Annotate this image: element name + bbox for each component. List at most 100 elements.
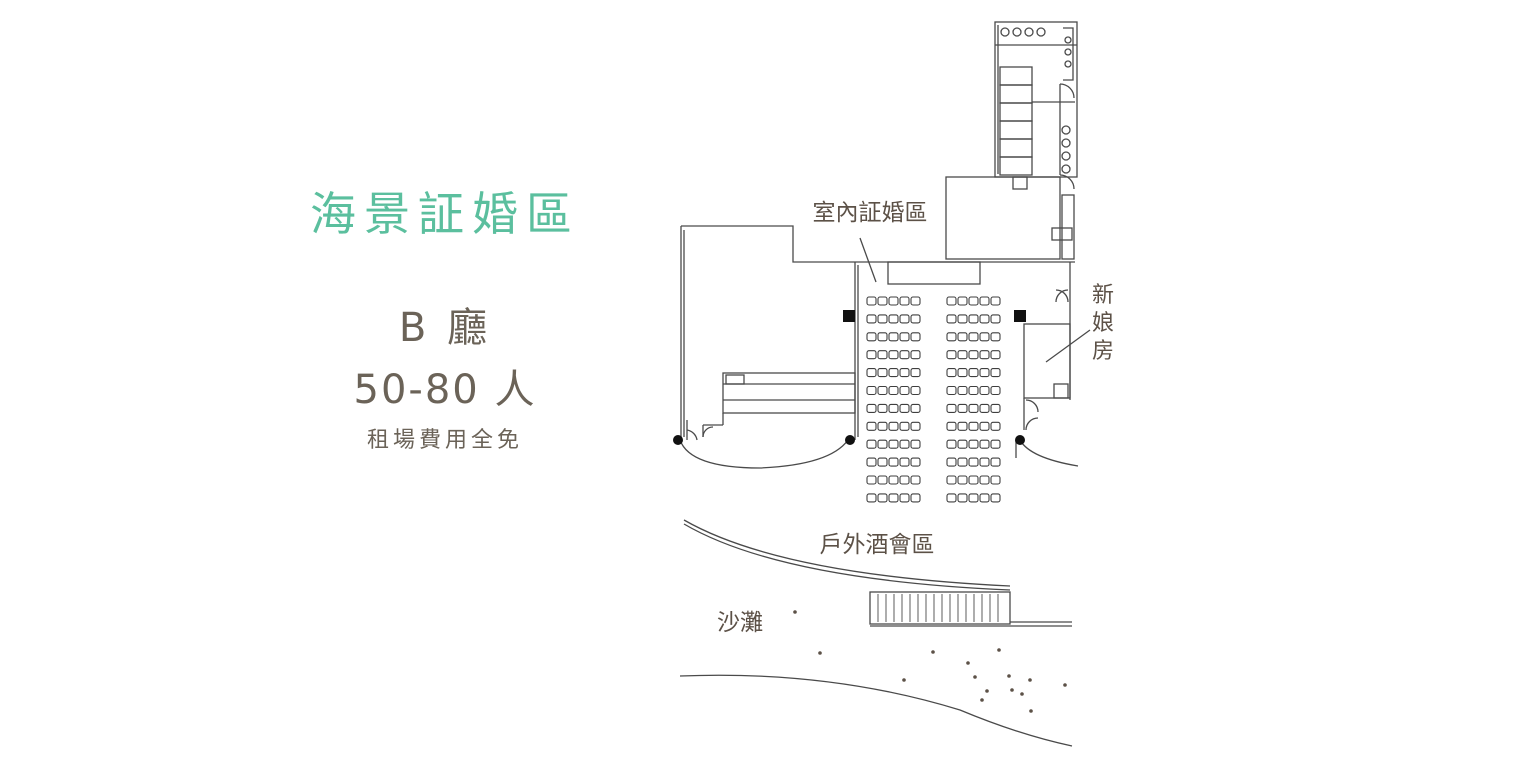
seat xyxy=(968,368,979,378)
seat xyxy=(968,457,979,467)
seat xyxy=(968,493,979,503)
seat xyxy=(979,403,990,413)
restroom-sinks xyxy=(1000,27,1046,37)
seat xyxy=(968,332,979,342)
seating-area xyxy=(866,296,1001,503)
seat xyxy=(888,493,899,503)
seat xyxy=(990,439,1001,449)
terrace-edge-outer xyxy=(683,519,1011,587)
seat xyxy=(946,475,957,485)
door-hinge xyxy=(673,435,683,445)
seat xyxy=(877,314,888,324)
beach-label: 沙灘 xyxy=(717,610,763,636)
seat xyxy=(946,493,957,503)
seat xyxy=(979,421,990,431)
seat xyxy=(866,296,877,306)
seat xyxy=(968,385,979,396)
hall-outline-top xyxy=(681,225,1075,263)
seat xyxy=(899,493,910,503)
seat xyxy=(990,403,1001,413)
seat xyxy=(957,350,968,360)
door-hinge xyxy=(1015,435,1025,445)
seat xyxy=(910,475,921,485)
seat xyxy=(946,421,957,431)
seat xyxy=(957,475,968,485)
seat xyxy=(946,296,957,306)
fee-note: 租場費用全免 xyxy=(366,428,523,453)
seat xyxy=(866,368,877,378)
seat xyxy=(968,296,979,306)
seat xyxy=(910,385,921,396)
seat xyxy=(946,439,957,449)
seat xyxy=(968,439,979,449)
seat xyxy=(910,457,921,467)
seat xyxy=(888,385,899,396)
seat xyxy=(888,296,899,306)
seat xyxy=(910,421,921,431)
seat xyxy=(899,350,910,360)
seat xyxy=(899,332,910,342)
seat xyxy=(910,350,921,360)
pillar-right xyxy=(1014,310,1026,322)
seat xyxy=(899,457,910,467)
seat xyxy=(899,314,910,324)
beach-dots xyxy=(793,610,1067,713)
seat xyxy=(910,403,921,413)
seat xyxy=(899,403,910,413)
seat xyxy=(899,439,910,449)
seat xyxy=(990,421,1001,431)
seat xyxy=(979,439,990,449)
seat xyxy=(877,296,888,306)
outdoor-cocktail-label: 戶外酒會區 xyxy=(820,532,935,558)
door-hinge xyxy=(845,435,855,445)
seat xyxy=(990,296,1001,306)
seat xyxy=(946,385,957,396)
indoor-stage xyxy=(887,261,981,285)
seat xyxy=(957,457,968,467)
shoreline xyxy=(679,674,1073,747)
seat xyxy=(910,314,921,324)
bride-room-label-2: 娘 xyxy=(1092,311,1114,336)
service-room xyxy=(945,176,1061,260)
seat xyxy=(877,439,888,449)
seat xyxy=(990,332,1001,342)
hall-name: B 廳 xyxy=(398,305,492,351)
seat xyxy=(888,403,899,413)
seat xyxy=(899,421,910,431)
seat xyxy=(946,314,957,324)
seat xyxy=(888,457,899,467)
seat xyxy=(888,475,899,485)
seat xyxy=(888,368,899,378)
seat xyxy=(990,350,1001,360)
seat xyxy=(866,493,877,503)
seat xyxy=(910,439,921,449)
seat xyxy=(968,314,979,324)
seat xyxy=(990,314,1001,324)
door-arc-left xyxy=(679,439,849,469)
seat xyxy=(957,332,968,342)
seat xyxy=(899,296,910,306)
seat xyxy=(877,457,888,467)
terrace-deck xyxy=(869,591,1011,625)
seat xyxy=(957,368,968,378)
seat xyxy=(910,332,921,342)
seat xyxy=(990,493,1001,503)
door-arc-right xyxy=(1019,439,1079,467)
venue-title: 海景証婚區 xyxy=(310,187,580,241)
seat xyxy=(910,493,921,503)
seat xyxy=(968,350,979,360)
seat xyxy=(866,439,877,449)
seat xyxy=(888,332,899,342)
bride-room-label-1: 新 xyxy=(1092,283,1114,308)
seat xyxy=(946,403,957,413)
seat xyxy=(877,493,888,503)
seat xyxy=(946,350,957,360)
seat xyxy=(866,350,877,360)
seat xyxy=(990,475,1001,485)
seat xyxy=(968,403,979,413)
restroom-stalls xyxy=(999,66,1033,176)
seat xyxy=(877,368,888,378)
seat xyxy=(979,314,990,324)
seat xyxy=(877,403,888,413)
